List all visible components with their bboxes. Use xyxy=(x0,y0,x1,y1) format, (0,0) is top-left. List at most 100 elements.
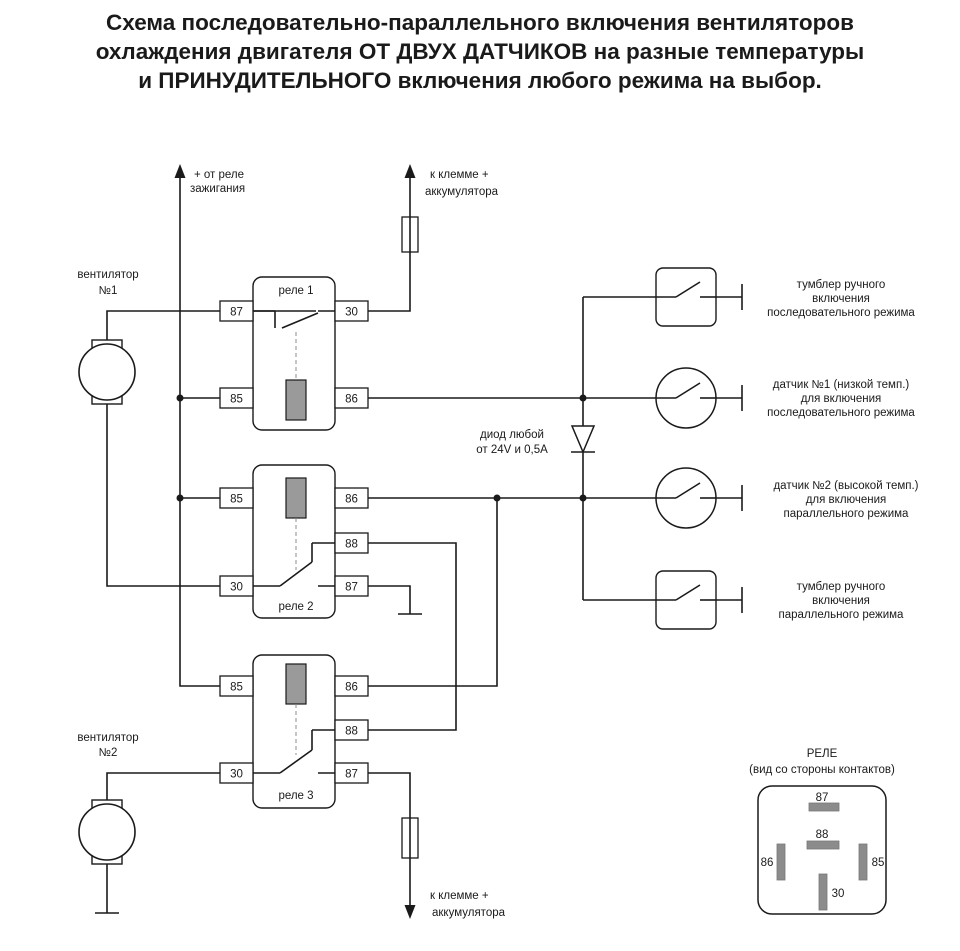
junction-dot xyxy=(176,394,184,402)
fan1-motor-icon xyxy=(78,339,136,405)
sensor1-switch-icon xyxy=(655,367,717,429)
pinout-label-86: 86 xyxy=(761,857,774,869)
relay-pinout-view xyxy=(757,785,887,915)
pinout-pin-87 xyxy=(808,802,840,812)
toggle-parallel-switch-icon xyxy=(655,570,717,630)
relay3-terminal-87 xyxy=(334,762,369,784)
toggle-series-label-1: тумблер ручного xyxy=(797,279,886,291)
relay1-terminal-86 xyxy=(334,387,369,409)
fan2-label-1: вентилятор xyxy=(77,732,138,744)
relay3-terminal-85 xyxy=(219,675,254,697)
pinout-label-85: 85 xyxy=(872,857,885,869)
ignition-label-2: зажигания xyxy=(190,183,245,195)
toggle-series-label-2: включения xyxy=(812,293,870,305)
relay-view-title: РЕЛЕ xyxy=(807,748,838,760)
relay1-terminal-30 xyxy=(334,300,369,322)
relay3-coil-icon xyxy=(285,663,307,705)
sensor2-label-1: датчик №2 (высокой темп.) xyxy=(773,480,918,492)
ignition-bus-wire xyxy=(179,178,220,687)
relay2-terminal-30 xyxy=(219,575,254,597)
fan2-label-2: №2 xyxy=(99,747,118,759)
relay2-label: реле 2 xyxy=(278,601,313,613)
relay3-terminal-86 xyxy=(334,675,369,697)
sensor1-label-3: последовательного режима xyxy=(767,407,915,419)
relay2-switch-icon xyxy=(253,542,335,587)
relay3-30-to-fan2-wire xyxy=(106,772,220,805)
toggle-parallel-label-2: включения xyxy=(812,595,870,607)
relay2-terminal-85 xyxy=(219,487,254,509)
battery-bottom-label-2: аккумулятора xyxy=(432,907,506,919)
relay3-terminal-88 xyxy=(334,719,369,741)
terminal-label: 86 xyxy=(345,494,358,506)
fan2-motor-icon xyxy=(78,799,136,865)
relay2-terminal-86 xyxy=(334,487,369,509)
fan1-label-1: вентилятор xyxy=(77,269,138,281)
sensor1-label-1: датчик №1 (низкой темп.) xyxy=(773,379,910,391)
diode-icon xyxy=(570,425,596,454)
relay1-87-to-fan1-wire xyxy=(106,310,220,345)
battery-bottom-arrow-icon xyxy=(404,905,416,919)
sensor1-label-2: для включения xyxy=(801,393,882,405)
battery-top-arrow-icon xyxy=(404,164,416,178)
relay2-terminal-88 xyxy=(334,532,369,554)
junction-dot xyxy=(579,394,587,402)
relay3-terminal-30 xyxy=(219,762,254,784)
title-line-1: Схема последовательно-параллельного вклю… xyxy=(106,10,854,35)
relay2-coil-icon xyxy=(285,477,307,519)
ignition-label-1: + от реле xyxy=(194,169,244,181)
pinout-pin-88 xyxy=(806,840,840,850)
diode-label-1: диод любой xyxy=(480,429,544,441)
relay1-switch-icon xyxy=(253,310,335,329)
relay-view-subtitle: (вид со стороны контактов) xyxy=(749,764,895,776)
relay3-87-to-battery-wire xyxy=(368,772,411,912)
relay2-87-ground-wire xyxy=(368,585,411,614)
toggle-parallel-label-3: параллельного режима xyxy=(779,609,905,621)
terminal-label: 87 xyxy=(345,582,358,594)
relay-terminals: 87 30 85 86 85 86 88 30 87 85 86 88 xyxy=(219,300,369,784)
relay2-86-to-relay3-86-wire xyxy=(368,498,498,687)
sensor2-label-2: для включения xyxy=(806,494,887,506)
relay1-coil-icon xyxy=(285,379,307,421)
junction-dot xyxy=(579,494,587,502)
terminal-label: 30 xyxy=(230,769,243,781)
pinout-label-88: 88 xyxy=(816,829,829,841)
toggle-series-switch-icon xyxy=(655,267,717,327)
toggle-series-label-3: последовательного режима xyxy=(767,307,915,319)
relay3-switch-icon xyxy=(253,729,335,774)
battery-bottom-label-1: к клемме + xyxy=(430,890,489,902)
terminal-label: 86 xyxy=(345,394,358,406)
terminal-label: 85 xyxy=(230,494,243,506)
toggle-parallel-label-1: тумблер ручного xyxy=(797,581,886,593)
fan1-to-relay2-30-wire xyxy=(106,398,220,587)
sensor2-switch-icon xyxy=(655,467,717,529)
terminal-label: 87 xyxy=(345,769,358,781)
relay1-terminal-85 xyxy=(219,387,254,409)
title-line-3: и ПРИНУДИТЕЛЬНОГО включения любого режим… xyxy=(138,68,822,93)
relay3-label: реле 3 xyxy=(278,790,313,802)
terminal-label: 85 xyxy=(230,394,243,406)
ignition-arrow-icon xyxy=(174,164,186,178)
pinout-pin-86 xyxy=(776,843,786,881)
relay1-label: реле 1 xyxy=(278,285,313,297)
pinout-label-87: 87 xyxy=(816,792,829,804)
terminal-label: 85 xyxy=(230,682,243,694)
diagram-title: Схема последовательно-параллельного вклю… xyxy=(0,8,960,95)
terminal-label: 86 xyxy=(345,682,358,694)
terminal-label: 30 xyxy=(345,307,358,319)
terminal-label: 88 xyxy=(345,539,358,551)
relay1-terminal-87 xyxy=(219,300,254,322)
terminal-label: 30 xyxy=(230,582,243,594)
junction-dot xyxy=(176,494,184,502)
pinout-label-30: 30 xyxy=(832,888,845,900)
title-line-2: охлаждения двигателя ОТ ДВУХ ДАТЧИКОВ на… xyxy=(95,39,865,64)
relay2-88-to-relay3-88-wire xyxy=(368,542,457,731)
wires xyxy=(106,178,742,913)
battery-top-label-2: аккумулятора xyxy=(425,186,499,198)
fan1-label-2: №1 xyxy=(99,285,118,297)
pinout-pin-85 xyxy=(858,843,868,881)
terminal-label: 87 xyxy=(230,307,243,319)
terminal-label: 88 xyxy=(345,726,358,738)
battery-top-label-1: к клемме + xyxy=(430,169,489,181)
